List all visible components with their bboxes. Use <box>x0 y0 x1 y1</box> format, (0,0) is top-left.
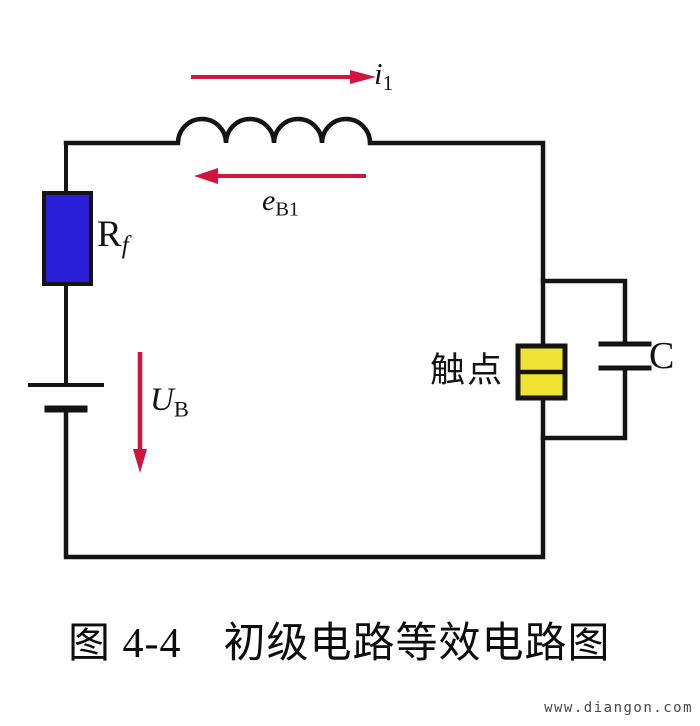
current-label: i1 <box>374 58 393 94</box>
resistor-label-sub: f <box>121 232 129 260</box>
voltage-arrow-head <box>133 449 147 473</box>
current-label-sub: 1 <box>382 70 394 95</box>
current-label-base: i <box>374 56 383 91</box>
emf-label-sub: B1 <box>275 198 300 221</box>
capacitor-label: C <box>649 335 675 377</box>
emf-label-base: e <box>262 184 276 217</box>
emf-label: eB1 <box>262 186 299 220</box>
voltage-label: UB <box>150 384 189 421</box>
figure-title: 初级电路等效电路图 <box>223 621 611 667</box>
bottom-loop-wire <box>63 396 546 560</box>
top-wire-and-coil <box>63 116 546 348</box>
resistor-label: Rf <box>97 216 129 258</box>
emf-arrow-head <box>194 168 218 184</box>
capacitor-branch-top <box>540 278 628 345</box>
resistor-body <box>42 191 93 286</box>
watermark-text: www.diangon.com <box>544 700 693 716</box>
contact-label: 触点 <box>430 351 505 390</box>
figure-caption: 图 4-4 初级电路等效电路图 <box>68 609 611 670</box>
capacitor-branch-bottom <box>540 367 628 441</box>
current-arrow-head <box>350 70 376 84</box>
voltage-label-base: U <box>150 382 174 418</box>
resistor-label-base: R <box>97 214 122 255</box>
voltage-label-sub: B <box>173 396 189 422</box>
figure-number: 图 4-4 <box>68 621 182 667</box>
